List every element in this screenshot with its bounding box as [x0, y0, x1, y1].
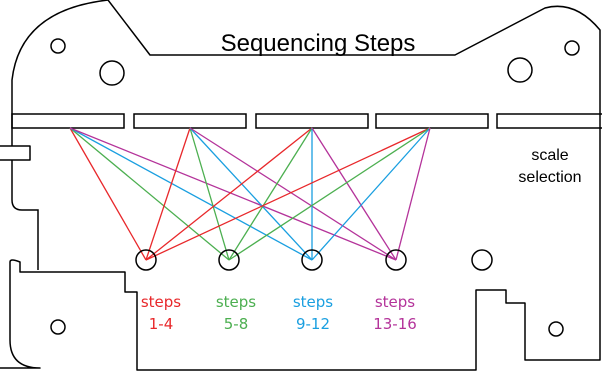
- slider-slot-1: [11, 113, 125, 129]
- panel-outline-left-mid: [11, 160, 39, 270]
- mount-hole-mid-right: [471, 249, 493, 271]
- mount-hole-bottom-right: [548, 321, 564, 337]
- wire-slot2-to-knob4: [189, 127, 397, 261]
- wire-slot1-to-knob2: [69, 127, 230, 261]
- wire-slot2-to-knob1: [145, 127, 191, 261]
- group-label-1-line1: steps: [141, 293, 181, 311]
- group-label-4-line1: steps: [375, 293, 415, 311]
- group-label-1-line2: 1-4: [149, 315, 174, 333]
- slider-slot-3: [255, 113, 369, 129]
- mount-hole-top-right: [564, 40, 580, 56]
- panel-outline-left: [11, 0, 109, 146]
- mount-hole-top-left: [50, 38, 66, 54]
- wire-slot1-to-knob3: [69, 127, 313, 261]
- wire-slot3-to-knob1: [145, 127, 313, 261]
- step-knob-3: [301, 249, 323, 271]
- wire-slot1-to-knob4: [69, 127, 397, 261]
- wire-slot4-to-knob4: [395, 127, 431, 261]
- diagram-title: Sequencing Steps: [221, 30, 416, 57]
- slider-slot-2: [133, 113, 247, 129]
- wire-slot2-to-knob2: [189, 127, 230, 261]
- wire-slot4-to-knob3: [311, 127, 431, 261]
- connection-lines: [69, 127, 431, 261]
- wire-slot4-to-knob1: [145, 127, 431, 261]
- scale-selection-label-line2: selection: [518, 169, 581, 186]
- wire-slot3-to-knob2: [228, 127, 313, 261]
- wire-slot4-to-knob2: [228, 127, 431, 261]
- slider-slot-5: [496, 113, 602, 129]
- scale-selection-label-line1: scale: [531, 147, 568, 164]
- step-knob-2: [218, 249, 240, 271]
- group-label-3-line1: steps: [293, 293, 333, 311]
- group-label-4-line2: 13-16: [373, 315, 417, 333]
- step-knob-4: [385, 249, 407, 271]
- wire-slot2-to-knob3: [189, 127, 313, 261]
- mount-hole-bottom-left: [50, 319, 66, 335]
- step-knob-1: [135, 249, 157, 271]
- group-label-2-line2: 5-8: [224, 315, 249, 333]
- slider-slot-4: [375, 113, 489, 129]
- group-label-3-line2: 9-12: [296, 315, 330, 333]
- mount-hole-top-left-large: [99, 60, 125, 86]
- mount-hole-top-right-large: [507, 57, 533, 83]
- wire-slot3-to-knob4: [311, 127, 397, 261]
- group-label-2-line1: steps: [216, 293, 256, 311]
- wire-slot1-to-knob1: [69, 127, 147, 261]
